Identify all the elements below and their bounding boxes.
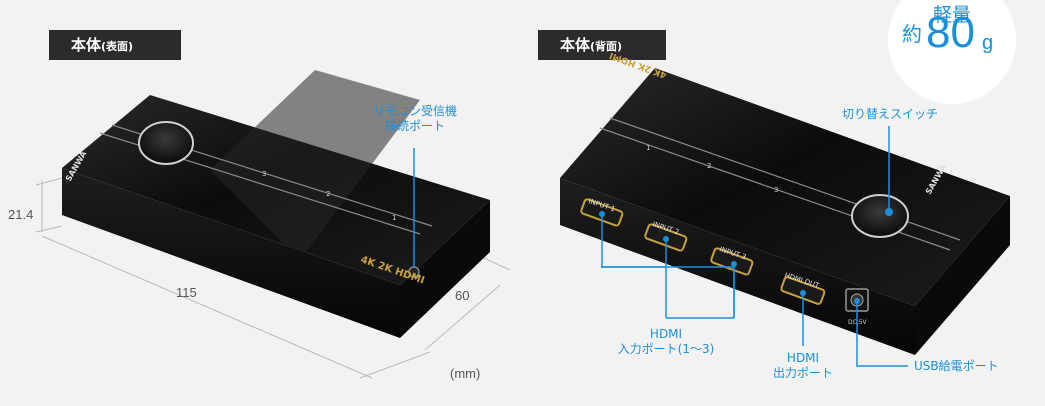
weight-badge: 軽量 約 80 g — [888, 0, 1016, 104]
back-port-number-3: 3 — [774, 186, 778, 194]
back-callout-dots — [599, 211, 860, 304]
dimension-height: 21.4 — [8, 207, 34, 222]
front-device — [35, 70, 511, 379]
front-dimension-lines — [35, 177, 511, 379]
weight-value: 80 — [926, 8, 975, 57]
hdmi-output-label: HDMI 出力ポート — [768, 351, 838, 381]
back-device — [560, 68, 1010, 367]
back-tag-sub: (背面) — [590, 40, 623, 53]
front-port-number-3: 3 — [262, 170, 266, 178]
front-port-number-2: 2 — [326, 190, 330, 198]
remote-port-label-line1: リモコン受信機 — [372, 104, 457, 118]
hdmi-output-label-line1: HDMI — [786, 351, 820, 365]
hdmi-output-label-line2: 出力ポート — [772, 366, 833, 380]
back-tag: 本体(背面) — [538, 30, 666, 60]
front-port-number-1: 1 — [392, 214, 396, 222]
remote-port-label-line2: 接続ポート — [384, 119, 445, 133]
weight-prefix: 約 — [902, 22, 922, 46]
front-tag-main: 本体 — [71, 36, 102, 54]
switch-label: 切り替えスイッチ — [841, 107, 938, 121]
front-gloss — [210, 70, 420, 260]
dimension-unit: (mm) — [450, 366, 481, 381]
front-side-face — [400, 200, 490, 338]
back-device-text: 4K 2K HDMI — [608, 50, 668, 80]
front-switch-button — [138, 121, 194, 165]
back-callout-lines — [601, 214, 908, 367]
front-tag-sub: (表面) — [101, 40, 134, 53]
hdmi-input-label-line1: HDMI — [649, 327, 683, 341]
weight-unit: g — [982, 32, 994, 54]
back-port-number-1: 1 — [646, 144, 650, 152]
front-front-face — [62, 168, 400, 338]
dimension-width: 115 — [176, 285, 197, 300]
hdmi-input-label: HDMI 入力ポート(1〜3) — [606, 327, 726, 357]
switch-callout-dot — [885, 208, 893, 216]
weight-label: 軽量 — [932, 4, 971, 26]
back-switch-button — [851, 194, 909, 238]
hdmi-port-input3 — [710, 247, 754, 276]
dimension-depth: 60 — [455, 288, 470, 303]
back-port-number-2: 2 — [707, 162, 711, 170]
usb-power-label: USB給電ポート — [914, 359, 999, 373]
back-top-face — [560, 68, 1010, 306]
dc-label: DC 5V — [848, 319, 868, 326]
back-tag-main: 本体 — [560, 36, 591, 54]
back-side-face — [915, 196, 1010, 355]
remote-port-label: リモコン受信機 接続ポート — [370, 104, 460, 134]
front-tag: 本体(表面) — [49, 30, 181, 60]
hdmi-input-label-line2: 入力ポート(1〜3) — [617, 342, 715, 356]
